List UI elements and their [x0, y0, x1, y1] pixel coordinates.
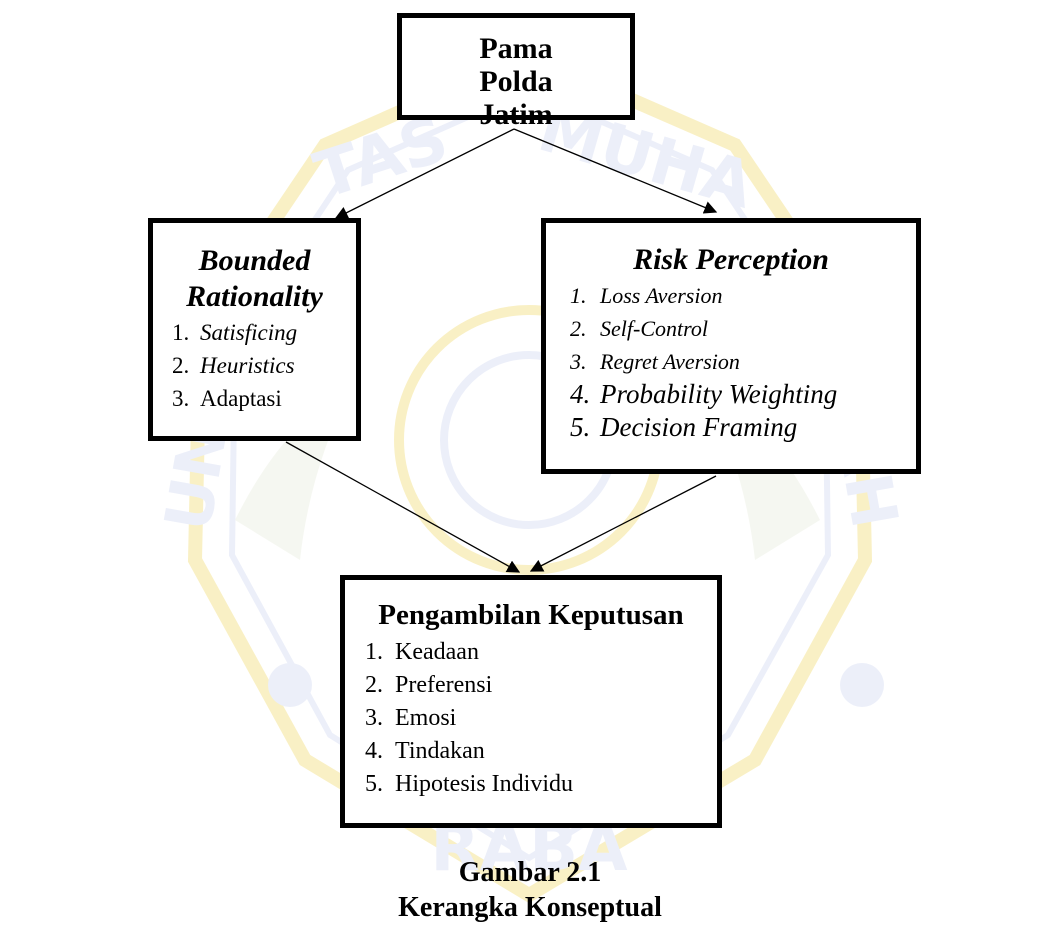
list-item: 3.Regret Aversion: [570, 349, 740, 374]
list-item: 1.Keadaan: [365, 639, 479, 665]
node-title: Pengambilan Keputusan: [378, 599, 684, 631]
list-item: 2.Heuristics: [172, 353, 295, 378]
node-item-list: 1.Keadaan 2.Preferensi 3.Emosi 4.Tindaka…: [365, 636, 717, 801]
figure-title: Kerangka Konseptual: [398, 892, 662, 923]
list-item: 3.Emosi: [365, 705, 457, 731]
list-item: 3.Adaptasi: [172, 386, 282, 411]
edge-top-to-right: [513, 128, 718, 214]
node-title: Bounded Rationality: [186, 244, 323, 313]
edge-top-to-left: [334, 128, 515, 219]
node-item-list: 1.Satisficing 2.Heuristics 3.Adaptasi: [172, 316, 356, 415]
list-item: 1.Loss Aversion: [570, 283, 723, 308]
list-item: 5.Decision Framing: [570, 412, 798, 442]
figure-number: Gambar 2.1: [458, 857, 602, 888]
node-pengambilan-keputusan: Pengambilan Keputusan 1.Keadaan 2.Prefer…: [340, 575, 722, 828]
edge-right-to-bottom: [529, 475, 717, 572]
list-item: 4.Tindakan: [365, 738, 485, 764]
list-item: 2.Preferensi: [365, 672, 493, 698]
list-item: 4.Probability Weighting: [570, 379, 838, 409]
list-item: 5.Hipotesis Individu: [365, 771, 573, 797]
list-item: 2.Self-Control: [570, 316, 708, 341]
list-item: 1.Satisficing: [172, 320, 298, 345]
node-item-list: 1.Loss Aversion 2.Self-Control 3.Regret …: [570, 279, 916, 444]
node-title: Pama Polda Jatim: [479, 32, 553, 131]
figure-caption: Gambar 2.1 Kerangka Konseptual: [330, 855, 730, 925]
node-title: Risk Perception: [633, 243, 829, 276]
edge-left-to-bottom: [285, 441, 521, 573]
node-risk-perception: Risk Perception 1.Loss Aversion 2.Self-C…: [541, 218, 921, 474]
node-bounded-rationality: Bounded Rationality 1.Satisficing 2.Heur…: [148, 218, 361, 441]
node-pama-polda-jatim: Pama Polda Jatim: [397, 13, 635, 131]
